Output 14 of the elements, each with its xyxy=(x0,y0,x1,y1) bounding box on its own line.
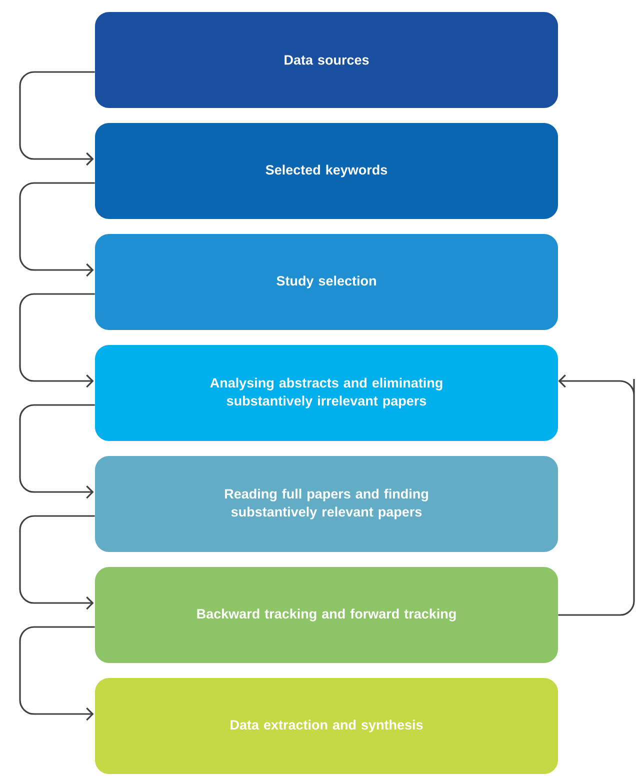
arrow xyxy=(19,515,95,610)
arrow xyxy=(19,293,95,388)
process-box: Study selection xyxy=(95,234,558,330)
arrow xyxy=(19,182,95,277)
arrow xyxy=(558,374,635,616)
process-box: Reading full papers and finding substantively relevant papers xyxy=(95,456,558,552)
process-box: Analysing abstracts and eliminating substantively irrelevant papers xyxy=(95,345,558,441)
arrow xyxy=(19,71,95,166)
process-box: Data extraction and synthesis xyxy=(95,678,558,774)
arrow xyxy=(19,404,95,499)
process-box: Selected keywords xyxy=(95,123,558,219)
process-box: Backward tracking and forward tracking xyxy=(95,567,558,663)
arrow xyxy=(19,626,95,721)
process-box: Data sources xyxy=(95,12,558,108)
